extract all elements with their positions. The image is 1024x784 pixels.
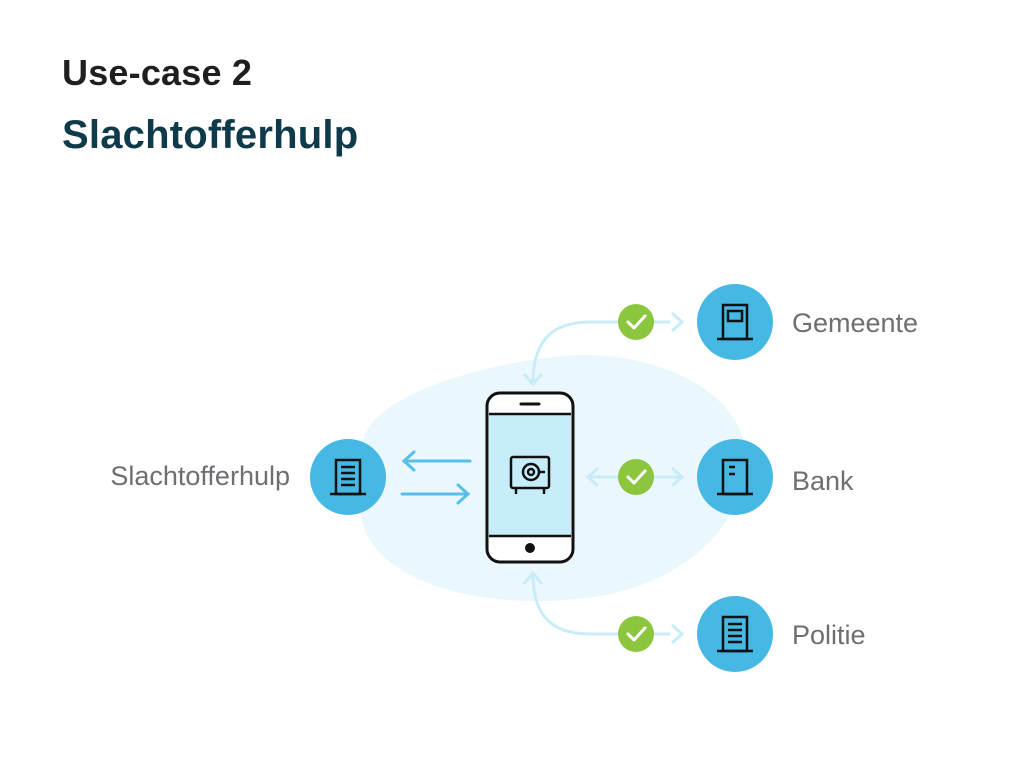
- label-politie: Politie: [792, 620, 866, 650]
- arrowhead-bank-right: [670, 466, 685, 488]
- exchange-arrows: [400, 450, 472, 505]
- usecase-title: Use-case 2: [62, 52, 253, 93]
- check-icon: [626, 314, 647, 330]
- connector-politie: [531, 573, 670, 636]
- check-icon: [626, 469, 647, 485]
- label-gemeente: Gemeente: [792, 308, 918, 338]
- arrowhead-up-phone: [522, 372, 544, 387]
- arrowhead-bank-left: [585, 466, 600, 488]
- arrowhead-down-phone: [522, 570, 544, 585]
- page-subtitle: Slachtofferhulp: [62, 113, 359, 157]
- node-politie: [697, 596, 773, 672]
- node-gemeente: [697, 284, 773, 360]
- building-icon: [330, 458, 366, 496]
- arrowhead-politie: [670, 623, 685, 645]
- check-badge-gemeente: [618, 304, 654, 340]
- phone-home-button: [525, 543, 535, 553]
- building-icon: [717, 303, 753, 341]
- label-bank: Bank: [792, 466, 854, 496]
- check-badge-politie: [618, 616, 654, 652]
- check-icon: [626, 626, 647, 642]
- building-icon: [717, 458, 753, 496]
- vault-icon: [509, 455, 551, 494]
- arrowhead-gemeente: [670, 311, 685, 333]
- building-icon: [717, 615, 753, 653]
- connector-gemeente: [531, 320, 670, 384]
- label-slachtofferhulp: Slachtofferhulp: [110, 461, 290, 491]
- node-bank: [697, 439, 773, 515]
- phone-device: [485, 391, 575, 564]
- node-slachtofferhulp: [310, 439, 386, 515]
- check-badge-bank: [618, 459, 654, 495]
